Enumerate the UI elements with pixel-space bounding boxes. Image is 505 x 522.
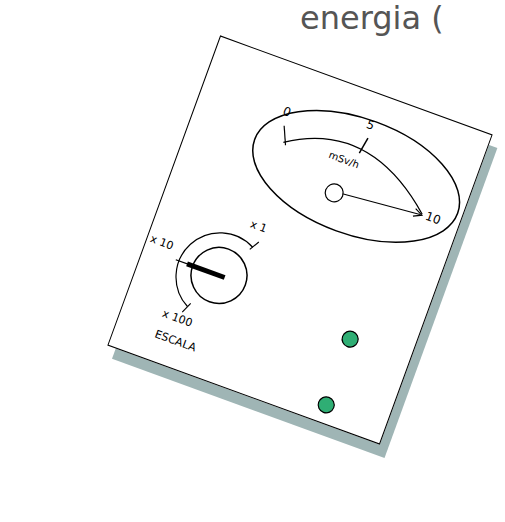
knob-pointer bbox=[187, 264, 225, 278]
range-label: x 1 bbox=[248, 218, 268, 236]
selector-knob bbox=[183, 240, 255, 312]
unit-label: mSv/h bbox=[327, 149, 361, 171]
indicator-lamp bbox=[340, 329, 361, 350]
selector-tick bbox=[182, 302, 190, 314]
scale-number: 5 bbox=[364, 118, 376, 134]
range-label: x 100 bbox=[160, 308, 193, 330]
indicator-lamp bbox=[316, 395, 337, 416]
dosimeter-panel: 0510mSv/hx 1x 10x 100ESCALA bbox=[107, 35, 492, 444]
control-label: ESCALA bbox=[153, 328, 198, 355]
range-label: x 10 bbox=[148, 233, 175, 253]
needle-tip bbox=[413, 209, 423, 219]
selector-tick bbox=[250, 240, 259, 251]
scale-tick bbox=[359, 137, 368, 154]
scale-number: 10 bbox=[423, 210, 442, 228]
heading-fragment: energia ( bbox=[300, 0, 444, 37]
meter-needle bbox=[342, 187, 420, 221]
scale-tick bbox=[278, 126, 292, 146]
needle-pivot bbox=[323, 181, 346, 204]
selector-scale-arc bbox=[165, 220, 254, 320]
display-window bbox=[235, 85, 478, 268]
meter-scale-arc bbox=[277, 123, 437, 214]
